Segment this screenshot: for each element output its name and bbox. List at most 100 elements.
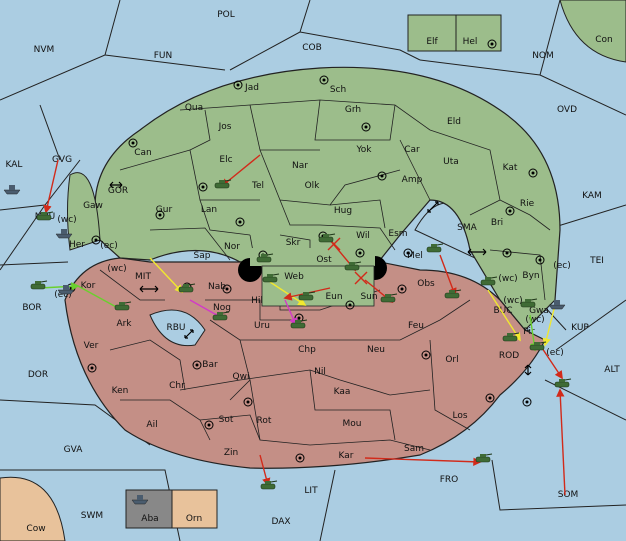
region-label-Pir: Pir [523,327,535,337]
tank-icon[interactable] [260,480,278,490]
tank-icon[interactable] [290,319,308,329]
region-label-Ail: Ail [146,420,157,430]
tank-icon[interactable] [480,276,498,286]
region-label-RBU: RBU [166,323,185,333]
supply-center-dot [225,287,229,291]
region-label-ROD: ROD [499,351,519,361]
region-label-Con: Con [595,35,613,45]
ship-icon[interactable] [548,300,566,310]
tank-icon[interactable] [475,453,493,463]
tank-icon[interactable] [444,289,462,299]
tank-icon[interactable] [529,341,547,351]
region-label-Ark: Ark [116,319,132,329]
region-label-Cow: Cow [26,524,45,534]
region-label-Feu: Feu [408,321,424,331]
supply-center-icon [397,284,407,294]
region-label-Skr: Skr [286,238,301,248]
tank-icon[interactable] [502,332,520,342]
ship-icon[interactable] [131,495,149,505]
coast-tag-ec: (ec) [553,261,571,271]
tank-icon[interactable] [520,298,538,308]
supply-center-icon [91,235,101,245]
region-label-Ost: Ost [316,255,332,265]
supply-center-icon [198,182,208,192]
double-arrow-icon [427,201,439,213]
tank-icon[interactable] [554,378,572,388]
region-label-LIT: LIT [304,486,318,496]
ship-icon[interactable] [3,185,21,195]
tank-icon[interactable] [262,273,280,283]
order-move [556,388,566,496]
region-label-Zin: Zin [224,448,238,458]
order-move [439,254,457,297]
coast-tag-wc: (wc) [57,215,76,225]
tank-icon[interactable] [380,293,398,303]
tank-icon[interactable] [298,291,316,301]
supply-center-dot [90,366,94,370]
supply-center-dot [348,303,352,307]
region-label-Los: Los [452,411,467,421]
region-Elf[interactable] [407,14,457,52]
supply-center-icon [505,206,515,216]
tank-icon[interactable] [36,211,54,221]
tank-icon[interactable] [114,301,132,311]
supply-center-dot [195,363,199,367]
region-label-TEI: TEI [589,256,604,266]
region-label-Hil: Hil [251,296,263,306]
region-label-Nil: Nil [314,367,326,377]
region-label-MIT: MIT [135,272,151,282]
supply-center-dot [297,316,301,320]
region-label-Elc: Elc [219,155,232,165]
supply-center-dot [531,171,535,175]
supply-center-dot [236,83,240,87]
region-label-Orn: Orn [186,514,202,524]
region-Aba[interactable] [125,489,173,529]
region-label-Mou: Mou [343,419,362,429]
tank-icon[interactable] [344,261,362,271]
region-label-Qwi: Qwi [233,372,250,382]
coast-tag-ec: (ec) [546,348,564,358]
supply-center-icon [319,75,329,85]
region-Orn[interactable] [171,489,218,529]
double-arrow-icon [467,248,487,256]
region-label-KUP: KUP [571,323,589,333]
region-label-KAM: KAM [582,191,602,201]
order-move [43,159,59,214]
region-label-OVD: OVD [557,105,577,115]
region-Hel[interactable] [455,14,502,52]
coast-tag-wc: (wc) [107,264,126,274]
supply-center-icon [487,39,497,49]
tank-icon[interactable] [178,283,196,293]
region-label-DAX: DAX [271,517,290,527]
supply-center-icon [403,248,413,258]
region-label-Rie: Rie [520,199,535,209]
region-label-Nar: Nar [292,161,308,171]
region-label-SMA: SMA [457,223,477,233]
supply-center-dot [358,251,362,255]
tank-icon[interactable] [214,179,232,189]
tank-icon[interactable] [212,311,230,321]
region-label-Web: Web [284,272,304,282]
river-center-green [250,248,375,266]
ship-icon[interactable] [57,285,75,295]
region-label-Jos: Jos [218,122,232,132]
region-label-Her: Her [69,240,85,250]
region-label-Obs: Obs [417,279,435,289]
order-move [364,457,482,466]
units [3,179,572,505]
region-label-SWM: SWM [81,511,103,521]
supply-center-icon [87,363,97,373]
tank-icon[interactable] [318,233,336,243]
tank-icon[interactable] [30,280,48,290]
region-label-Sun: Sun [360,292,377,302]
ship-icon[interactable] [55,229,73,239]
tank-icon[interactable] [426,243,444,253]
supply-center-icon [535,255,545,265]
tank-icon[interactable] [256,253,274,263]
region-label-BOR: BOR [22,303,41,313]
supply-center-icon [155,210,165,220]
region-label-Grh: Grh [345,105,361,115]
region-label-Gur: Gur [156,205,173,215]
region-label-Sap: Sap [194,251,211,261]
region-label-Mel: Mel [407,251,423,261]
